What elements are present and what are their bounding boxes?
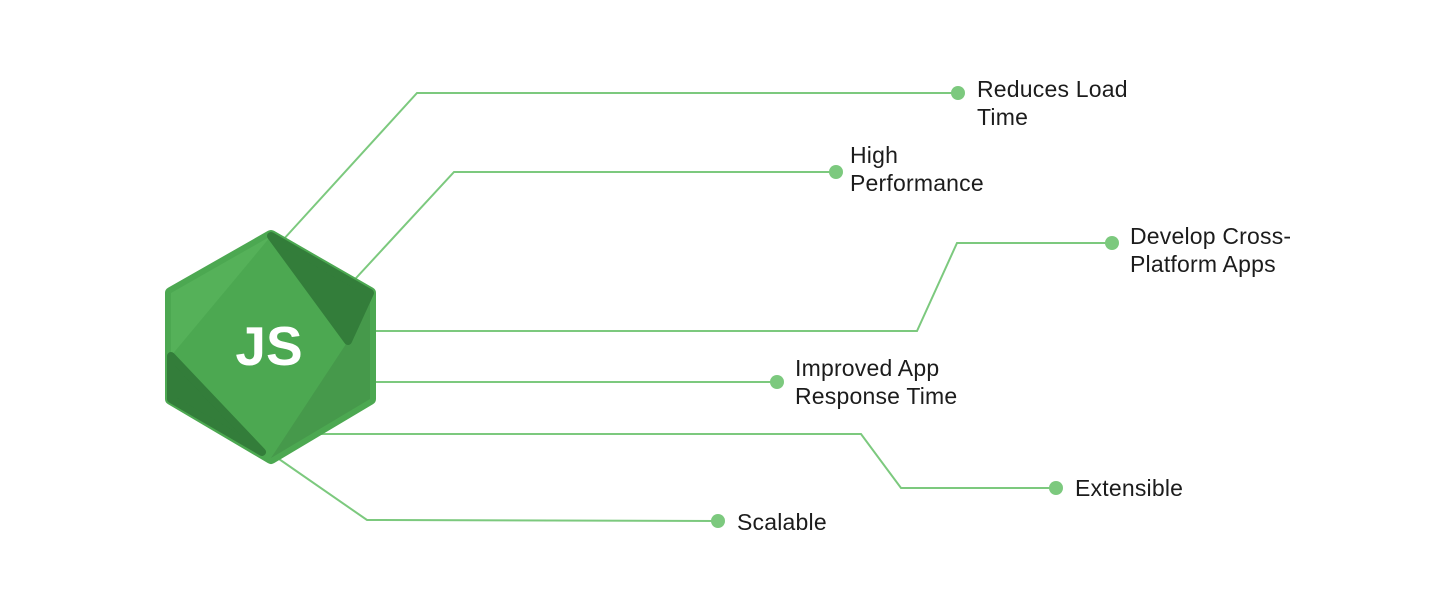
endpoint-dot-scalable [711,514,725,528]
connector-dots [711,86,1119,528]
hexagon-facet-light [171,236,271,356]
feature-label-extensible: Extensible [1075,475,1184,501]
feature-label-reduces-load-time: Reduces Load Time [977,76,1128,130]
connector-lines [265,92,1112,522]
connector-develop-cross-platform-apps [358,242,1112,332]
endpoint-dot-develop-cross-platform-apps [1105,236,1119,250]
js-logo-text: JS [235,315,302,377]
endpoint-dot-high-performance [829,165,843,179]
feature-label-high-performance: High Performance [850,142,984,196]
connector-reduces-load-time [271,92,958,253]
hexagon-facet-bottom-left-dark [167,352,266,456]
js-hexagon-logo: JS [165,230,376,464]
endpoint-dot-extensible [1049,481,1063,495]
feature-label-develop-cross-platform-apps: Develop Cross- Platform Apps [1130,223,1292,277]
endpoint-dot-reduces-load-time [951,86,965,100]
feature-label-improved-app-response-time: Improved App Response Time [795,355,958,409]
hexagon-facet-top-right-dark [267,232,374,345]
feature-label-scalable: Scalable [737,509,827,535]
hexagon-facet-right [271,293,370,458]
connector-scalable [265,449,719,522]
endpoint-dot-improved-app-response-time [770,375,784,389]
connector-high-performance [344,171,836,291]
connector-extensible [300,433,1056,489]
